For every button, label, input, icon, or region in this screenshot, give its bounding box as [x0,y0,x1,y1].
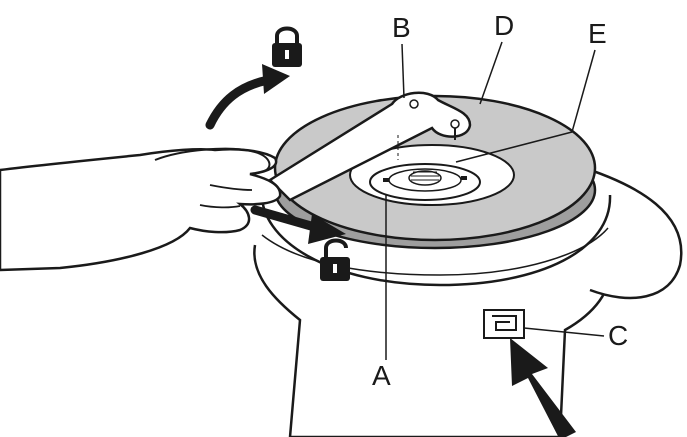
leader-line-e [572,50,595,132]
callout-c: C [608,322,628,350]
hand [0,149,280,270]
rotation-arrow-top [210,80,268,125]
callout-a: A [372,362,391,390]
nut-pin-hole-left [383,178,389,182]
rotation-arrow-top-head [262,64,290,94]
spindle [409,171,441,185]
callout-d: D [494,12,514,40]
spindle-lock-button [484,310,524,338]
leader-line-b [402,44,404,98]
leader-line-d [480,42,502,104]
wrench-hole-right [451,120,459,128]
wrench-hole-left [410,100,418,108]
nut-pin-hole-right [461,176,467,180]
lock-icon [272,29,302,68]
callout-e: E [588,20,607,48]
callout-b: B [392,14,411,42]
